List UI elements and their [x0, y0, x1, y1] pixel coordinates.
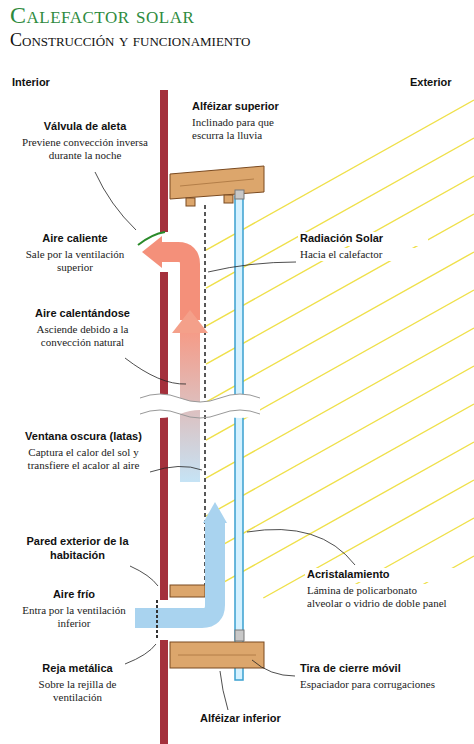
callout-body: Sobre la rejilla de ventilación — [15, 678, 140, 704]
callout-body: Hacia el calefactor — [298, 248, 428, 261]
callout-body: Inclinado para que escurra la lluvia — [190, 116, 310, 142]
break-line — [140, 410, 260, 418]
solar-ray — [206, 176, 474, 326]
callout-body: Previene convección inversa durante la n… — [15, 136, 155, 162]
solar-ray — [263, 480, 474, 598]
callout-heading: Alféizar superior — [190, 100, 330, 114]
spacer-block — [186, 198, 195, 206]
break-band — [140, 394, 260, 418]
leader-line — [247, 529, 355, 565]
leader-line — [252, 660, 295, 676]
room-wall — [160, 90, 168, 232]
callout-heading: Alféizar inferior — [200, 712, 330, 726]
lower-strip — [170, 585, 205, 597]
wood-grain — [180, 179, 254, 186]
solar-ray — [206, 214, 474, 364]
heading: Calefactor solar — [10, 2, 194, 29]
callout-heading: Pared exterior de la habitación — [15, 535, 140, 563]
callout-body: Entra por la ventilación inferior — [15, 604, 133, 630]
callout-body: Lámina de policarbonato alveolar o vidri… — [305, 584, 455, 610]
callout-heading: Exterior — [410, 76, 470, 90]
spacer-block — [224, 195, 233, 203]
leader-line — [130, 566, 158, 586]
leader-line — [125, 358, 186, 384]
cold-air-arrow — [135, 522, 215, 618]
solar-ray — [206, 252, 474, 402]
solar-ray — [206, 442, 474, 592]
callout-heading: Aire caliente — [15, 232, 135, 246]
callout-heading: Interior — [12, 76, 102, 90]
leader-line — [125, 644, 156, 664]
leader-line — [150, 466, 202, 472]
callout-heading: Acristalamiento — [305, 568, 455, 582]
callout-body: Espaciador para corrugaciones — [298, 678, 458, 691]
upper-sill — [170, 166, 264, 199]
callout-heading: Aire frío — [15, 588, 133, 602]
heading: Construcción y funcionamiento — [10, 30, 250, 51]
warm-air-arrow — [162, 252, 190, 320]
callout-body: Sale por la ventilación superior — [15, 248, 135, 274]
room-wall — [160, 640, 168, 744]
leader-line — [95, 172, 136, 230]
callout-body: Asciende debido a la convección natural — [15, 323, 150, 349]
callout-heading: Radiación Solar — [298, 232, 428, 246]
callout-body: Captura el calor del sol y transfiere el… — [12, 446, 155, 472]
closure-strip — [235, 630, 244, 641]
wood-grain — [178, 655, 256, 656]
cold-air-arrowhead — [203, 502, 227, 523]
closure-strip — [235, 190, 244, 199]
lower-sill — [170, 642, 264, 668]
callout-heading: Reja metálica — [15, 662, 140, 676]
callout-heading: Tira de cierre móvil — [298, 662, 458, 676]
solar-ray — [206, 138, 474, 288]
leader-line — [208, 262, 296, 272]
callout-heading: Ventana oscura (latas) — [12, 430, 155, 444]
leader-line — [220, 671, 228, 710]
rising-air-arrowhead — [172, 310, 208, 333]
solar-ray — [206, 366, 474, 516]
metal-grille — [156, 600, 158, 640]
break-line — [140, 394, 260, 402]
callout-heading: Aire calentándose — [15, 307, 150, 321]
callout-heading: Válvula de aleta — [15, 120, 155, 134]
solar-ray — [206, 404, 474, 554]
room-wall — [160, 272, 168, 600]
flap-valve — [138, 232, 165, 245]
glazing — [235, 196, 243, 680]
